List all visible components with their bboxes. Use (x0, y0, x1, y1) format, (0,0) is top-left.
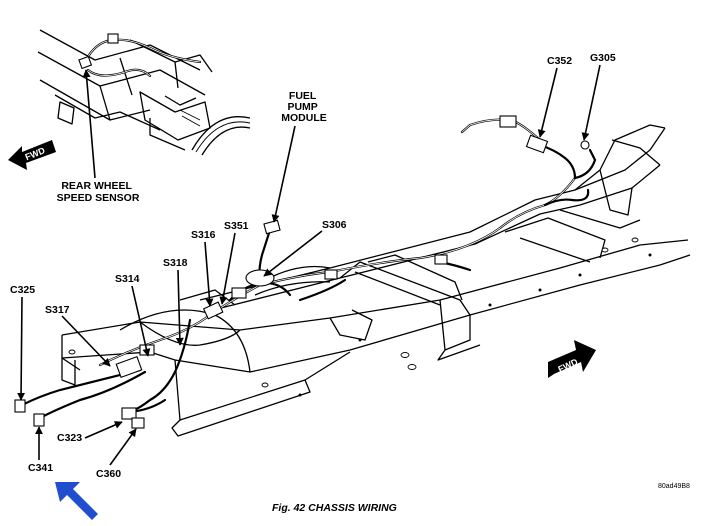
fuel-pump-module-label: FUEL PUMP MODULE (281, 90, 327, 124)
c323-leader (84, 421, 123, 439)
g305-label: G305 (590, 52, 616, 64)
image-code: 80ad49B8 (658, 483, 690, 490)
blue-pointer-arrow (55, 482, 98, 520)
c325-leader (17, 296, 26, 401)
s314-label: S314 (115, 273, 140, 285)
fwd-arrow-inset: FWD (8, 140, 56, 170)
s314-leader (131, 285, 151, 357)
s318-label: S318 (163, 257, 188, 269)
s318-leader (175, 269, 184, 346)
c360-label: C360 (96, 468, 121, 480)
c341-label: C341 (28, 462, 53, 474)
s316-label: S316 (191, 229, 216, 241)
fuel-pump-label-line1: FUEL (289, 90, 317, 102)
c325-label: C325 (10, 284, 35, 296)
rear-wheel-label-line2: SPEED SENSOR (57, 192, 140, 204)
s306-label: S306 (322, 219, 347, 231)
chassis-frame-drawing (61, 124, 691, 437)
rear-wheel-label-line1: REAR WHEEL (61, 180, 132, 192)
rear-axle-inset-drawing (37, 29, 251, 156)
fuel-pump-label-line2: PUMP (287, 101, 317, 113)
figure-caption: Fig. 42 CHASSIS WIRING (272, 502, 397, 514)
c352-label: C352 (547, 55, 572, 67)
rear-wheel-sensor-leader (82, 69, 96, 179)
s351-label: S351 (224, 220, 249, 232)
wiring-harness (14, 115, 597, 429)
rear-wheel-speed-sensor-label: REAR WHEEL SPEED SENSOR (57, 180, 140, 204)
g305-leader (581, 64, 601, 141)
c352-leader (537, 67, 558, 138)
fwd-arrow-main: FWD (548, 340, 596, 378)
s306-leader (263, 230, 323, 277)
c323-label: C323 (57, 432, 82, 444)
callouts: FUEL PUMP MODULE C352 G305 S306 S316 S35… (10, 52, 616, 480)
c360-leader (109, 428, 137, 466)
s316-leader (204, 241, 214, 307)
fuel-pump-leader (271, 125, 296, 223)
fwd-text-inset: FWD (24, 145, 47, 162)
fuel-pump-label-line3: MODULE (281, 112, 327, 124)
s317-leader (61, 315, 111, 367)
s351-leader (219, 232, 236, 305)
s317-label: S317 (45, 304, 70, 316)
